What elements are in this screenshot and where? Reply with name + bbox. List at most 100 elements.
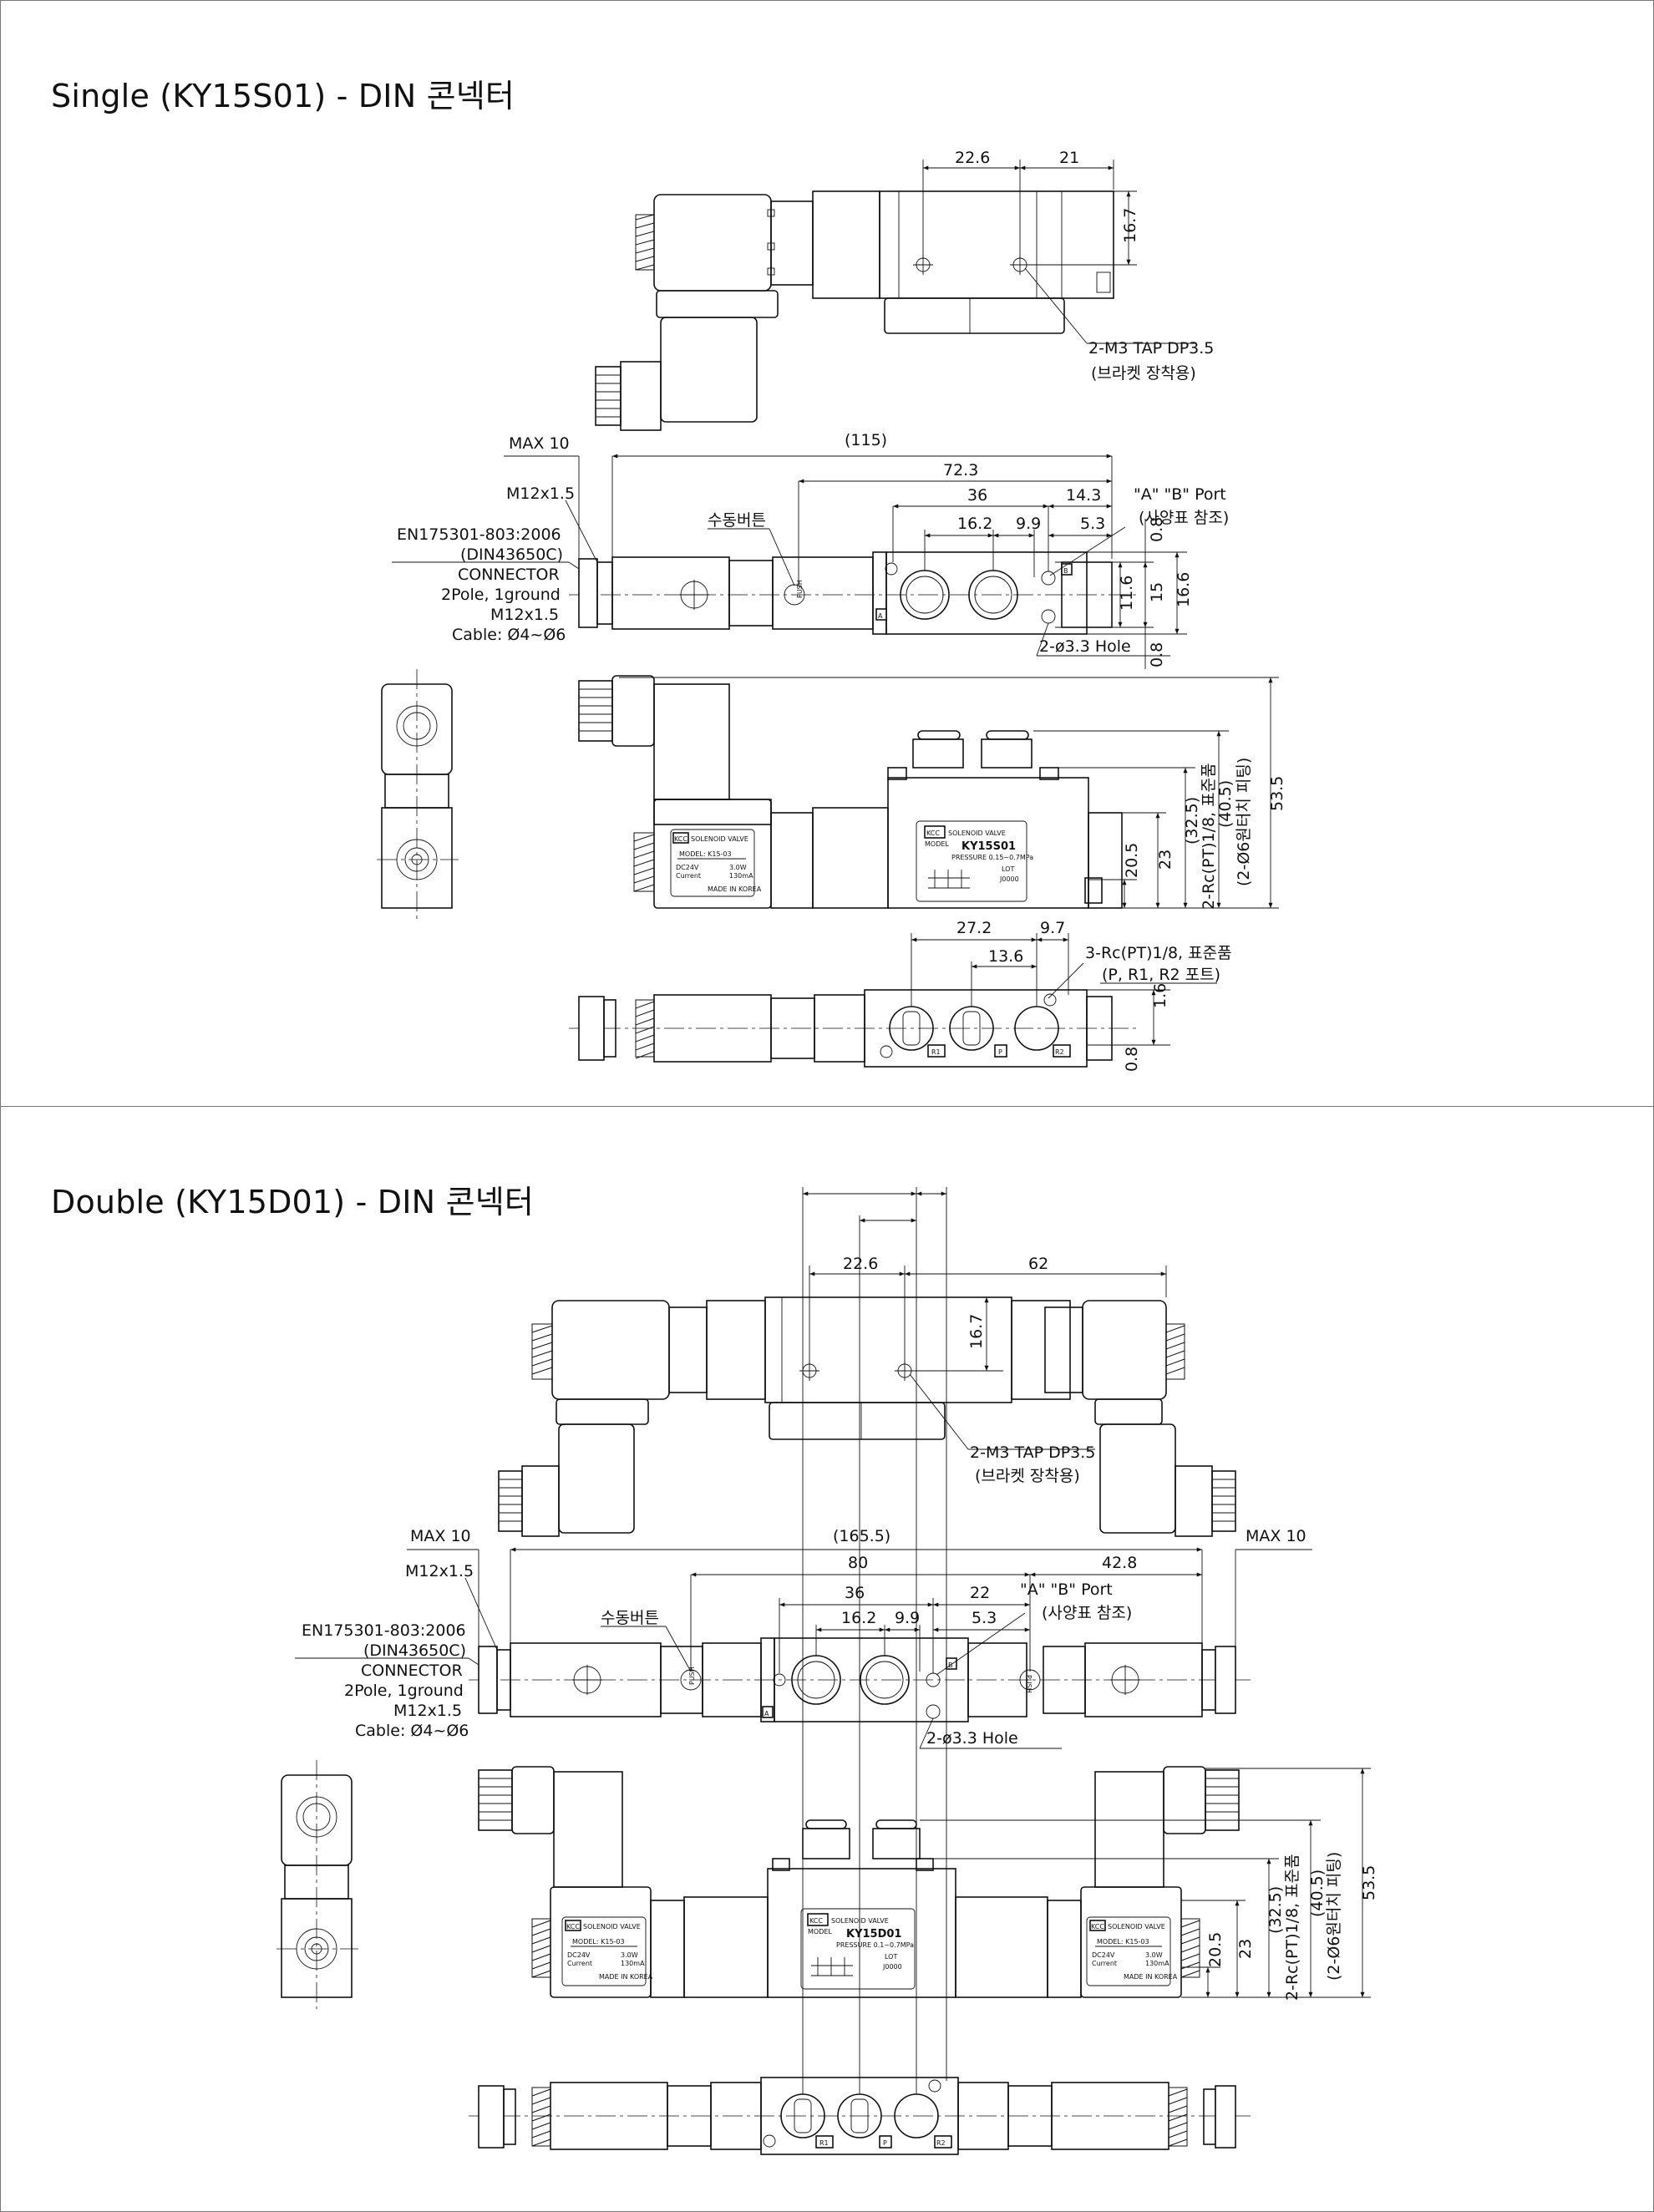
single-top-dim-a: 22.6 xyxy=(955,149,990,167)
double-top-dim-b: 62 xyxy=(1028,1255,1048,1273)
single-coil-made: MADE IN KOREA xyxy=(708,885,762,893)
single-d5: 9.9 xyxy=(1016,515,1041,533)
single-conn-2: CONNECTOR xyxy=(458,566,560,584)
single-r2: R2 xyxy=(1055,1048,1064,1056)
double-conn-3: 2Pole, 1ground xyxy=(344,1682,464,1700)
single-d4: 16.2 xyxy=(957,515,992,533)
double-coil-r-w: 3.0W xyxy=(1145,1951,1163,1959)
single-valve-brand: KCC xyxy=(926,830,940,837)
single-top-view: 22.6 21 16.7 2-M3 TAP DP3.5 (브라켓 장착용) xyxy=(595,149,1214,431)
double-conn-2: CONNECTOR xyxy=(361,1662,463,1680)
single-m12: M12x1.5 xyxy=(506,485,575,503)
single-push-mark: PUSH xyxy=(796,580,804,598)
single-d10: 16.6 xyxy=(1175,572,1193,607)
single-d11: 0.8 xyxy=(1148,642,1166,667)
single-top-dim-b: 21 xyxy=(1059,149,1079,167)
double-port-note: (사양표 참조) xyxy=(1042,1604,1132,1622)
double-h3: (32.5) xyxy=(1266,1886,1285,1934)
single-d7: 0.8 xyxy=(1148,517,1166,542)
double-coil-model: MODEL: K15-03 xyxy=(572,1938,625,1946)
single-tap-note: (브라켓 장착용) xyxy=(1091,364,1196,383)
double-d7: 5.3 xyxy=(972,1609,997,1627)
double-d6: 9.9 xyxy=(895,1609,920,1627)
single-valve-model-tag: MODEL xyxy=(925,840,949,848)
double-top-dim-a: 22.6 xyxy=(843,1255,878,1273)
double-m12: M12x1.5 xyxy=(405,1562,474,1580)
double-h7: 53.5 xyxy=(1360,1865,1378,1900)
single-b-d1: 27.2 xyxy=(956,919,992,937)
double-port: "A" "B" Port xyxy=(1020,1580,1113,1599)
single-top-dim-h: 16.7 xyxy=(1121,208,1139,243)
single-title: Single (KY15S01) - DIN 콘넥터 xyxy=(51,78,515,115)
double-coil-r-brand: KCC xyxy=(1091,1923,1104,1930)
double-end-view xyxy=(277,1760,358,2009)
double-overall: (165.5) xyxy=(833,1527,890,1545)
double-conn-0: EN175301-803:2006 xyxy=(302,1621,466,1640)
single-h3: (32.5) xyxy=(1183,797,1201,845)
single-manual: 수동버튼 xyxy=(708,511,766,530)
double-title: Double (KY15D01) - DIN 콘넥터 xyxy=(51,1184,535,1221)
single-r1: R1 xyxy=(931,1048,941,1056)
double-coil-r-title: SOLENOID VALVE xyxy=(1108,1923,1165,1930)
double-coil-brand: KCC xyxy=(566,1923,580,1930)
double-bottom-view: R1 P R2 xyxy=(469,1187,1254,2155)
single-drawing: 22.6 21 16.7 2-M3 TAP DP3.5 (브라켓 장착용) PU… xyxy=(377,149,1286,1072)
double-valve-pressure: PRESSURE 0.1~0.7MPa xyxy=(836,1941,914,1949)
single-coil-cur: Current xyxy=(676,872,701,880)
single-conn-3: 2Pole, 1ground xyxy=(441,586,561,604)
single-h6: (2-Ø6원터치 피팅) xyxy=(1235,758,1253,886)
double-d4: 22 xyxy=(970,1584,990,1602)
double-h6: (2-Ø6원터치 피팅) xyxy=(1325,1852,1343,1981)
double-max-l: MAX 10 xyxy=(410,1527,471,1545)
single-overall: (115) xyxy=(845,431,887,449)
single-conn-0: EN175301-803:2006 xyxy=(397,525,561,544)
single-panel: Single (KY15S01) - DIN 콘넥터 xyxy=(0,0,1654,1107)
double-max-r: MAX 10 xyxy=(1246,1527,1306,1545)
single-valve-lot-no: J0000 xyxy=(999,875,1019,883)
single-b-d5: 0.8 xyxy=(1123,1047,1141,1072)
single-d3: 14.3 xyxy=(1066,486,1101,505)
double-valve-lot: LOT xyxy=(885,1953,897,1961)
double-h5: (40.5) xyxy=(1308,1870,1327,1917)
single-b-note: 3-Rc(PT)1/8, 표준품 xyxy=(1085,944,1232,962)
double-coil-r-ma: 130mA xyxy=(1145,1960,1169,1967)
single-side-view: KCC SOLENOID VALVE MODEL: K15-03 DC24V 3… xyxy=(578,675,1286,910)
single-coil-title: SOLENOID VALVE xyxy=(691,835,748,843)
double-d2: 42.8 xyxy=(1102,1554,1137,1572)
double-tap-note: (브라켓 장착용) xyxy=(975,1467,1080,1485)
double-drawing: 22.6 62 16.7 2-M3 TAP DP3.5 (브라켓 장착용) PU… xyxy=(277,1187,1378,2155)
single-conn-5: Cable: Ø4~Ø6 xyxy=(452,626,566,644)
double-top-dim-h: 16.7 xyxy=(967,1314,986,1349)
single-h2: 23 xyxy=(1156,850,1175,870)
double-coil-r-v: DC24V xyxy=(1092,1951,1115,1959)
double-coil-w: 3.0W xyxy=(621,1951,638,1959)
single-d9: 15 xyxy=(1148,582,1166,602)
double-coil-r-made: MADE IN KOREA xyxy=(1124,1973,1178,1981)
single-conn-1: (DIN43650C) xyxy=(460,545,563,564)
single-b-d3: 13.6 xyxy=(988,947,1023,966)
double-h4: 2-Rc(PT)1/8, 표준품 xyxy=(1283,1854,1301,2001)
double-valve-model: KY15D01 xyxy=(846,1928,901,1941)
double-tap-label: 2-M3 TAP DP3.5 xyxy=(970,1443,1095,1462)
double-h2: 23 xyxy=(1236,1939,1255,1959)
double-coil-title: SOLENOID VALVE xyxy=(583,1923,641,1930)
double-coil-r-model: MODEL: K15-03 xyxy=(1097,1938,1149,1946)
double-h1: 20.5 xyxy=(1206,1932,1225,1967)
single-hole: 2-ø3.3 Hole xyxy=(1039,637,1131,656)
double-conn-5: Cable: Ø4~Ø6 xyxy=(355,1722,469,1740)
single-b-d2: 9.7 xyxy=(1040,919,1065,937)
double-valve-brand: KCC xyxy=(809,1917,823,1925)
double-conn-4: M12x1.5 xyxy=(393,1702,462,1720)
double-side-view: KCC SOLENOID VALVE MODEL: K15-03 DC24V 3… xyxy=(478,1766,1378,2001)
double-r1: R1 xyxy=(819,2139,829,2147)
single-h4: 2-Rc(PT)1/8, 표준품 xyxy=(1200,763,1218,910)
double-coil-ma: 130mA xyxy=(621,1960,645,1967)
single-valve-title: SOLENOID VALVE xyxy=(948,830,1006,837)
double-d3: 36 xyxy=(845,1584,865,1602)
single-h1: 20.5 xyxy=(1123,843,1141,878)
single-coil-w: 3.0W xyxy=(729,864,747,871)
single-port-a: A xyxy=(878,612,883,620)
single-conn-4: M12x1.5 xyxy=(490,606,559,624)
single-d2: 36 xyxy=(967,486,987,505)
single-bottom-view: R1 P R2 27.2 9.7 13.6 3-Rc(PT)1/8, 표준품 (… xyxy=(569,919,1232,1072)
